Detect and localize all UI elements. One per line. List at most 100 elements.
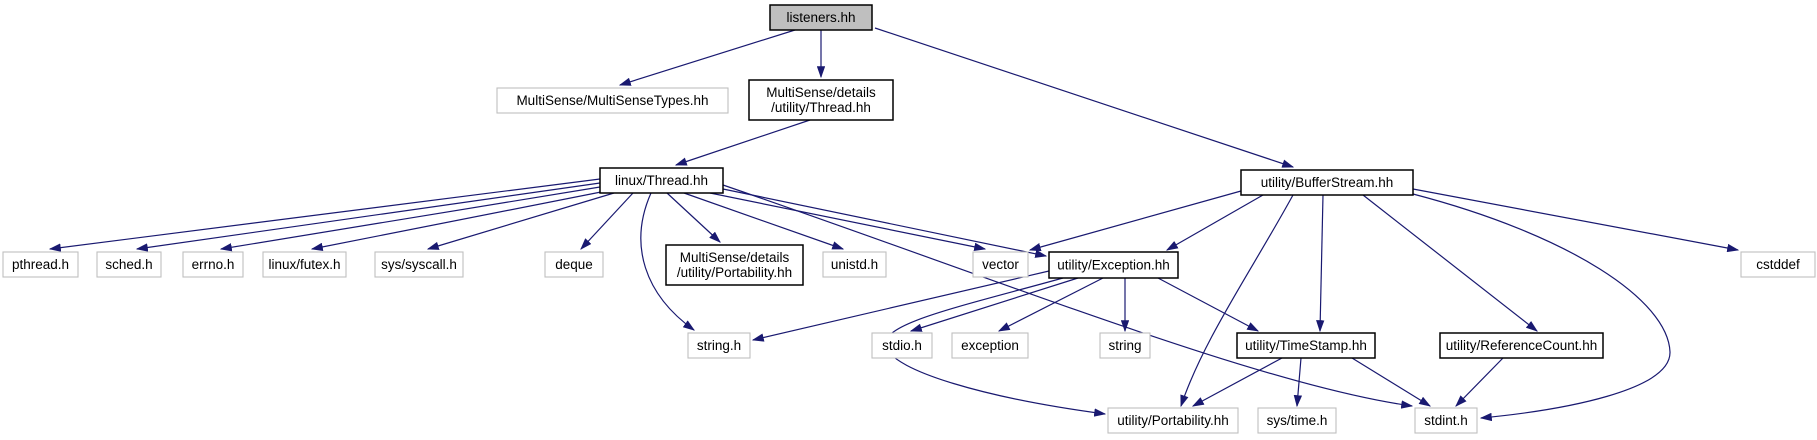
node-futex-box[interactable] [262, 251, 347, 278]
node-sched[interactable]: sched.h [96, 251, 162, 278]
node-cstddef[interactable]: cstddef [1740, 251, 1816, 278]
nodes-layer: listeners.hhMultiSense/MultiSenseTypes.h… [2, 4, 1816, 434]
node-pthread[interactable]: pthread.h [2, 251, 79, 278]
node-linux-thread[interactable]: linux/Thread.hh [599, 167, 724, 194]
node-timestamp[interactable]: utility/TimeStamp.hh [1236, 332, 1376, 359]
node-futex-label: linux/futex.h [268, 257, 340, 272]
node-bufferstream-box[interactable] [1240, 169, 1414, 196]
edge-linux-thread-to-sched [135, 182, 601, 252]
edge-linux-thread-to-vector [709, 192, 987, 251]
edge-listeners-to-msensetypes [618, 29, 796, 86]
node-timestamp-box[interactable] [1236, 332, 1376, 359]
node-exception-std[interactable]: exception [951, 332, 1029, 359]
node-errno-label: errno.h [192, 257, 235, 272]
edge-bufferstream-to-refcount [1362, 194, 1538, 332]
node-stdio-box[interactable] [871, 332, 933, 359]
node-listeners[interactable]: listeners.hh [769, 4, 873, 31]
node-timestamp-label: utility/TimeStamp.hh [1245, 338, 1367, 353]
node-thread-det-label: MultiSense/details [766, 85, 876, 100]
node-port-det-label: MultiSense/details [680, 250, 790, 265]
node-vector-box[interactable] [972, 251, 1029, 278]
edge-refcount-to-stdint [1455, 357, 1504, 407]
edge-linux-thread-to-errno [219, 186, 601, 252]
node-linux-thread-box[interactable] [599, 167, 724, 194]
node-string-h-box[interactable] [687, 332, 751, 359]
node-bufferstream-label: utility/BufferStream.hh [1261, 175, 1394, 190]
node-portability[interactable]: utility/Portability.hh [1107, 407, 1239, 434]
edges-layer [48, 27, 1740, 422]
node-stdio-label: stdio.h [882, 338, 922, 353]
node-vector-label: vector [982, 257, 1019, 272]
node-unistd-box[interactable] [822, 251, 887, 278]
node-exception-hh[interactable]: utility/Exception.hh [1048, 251, 1179, 279]
edge-linux-thread-to-string-h [640, 192, 695, 331]
edge-bufferstream-to-stdint [1412, 193, 1671, 422]
node-stdio[interactable]: stdio.h [871, 332, 933, 359]
node-exception-hh-label: utility/Exception.hh [1057, 258, 1170, 273]
node-stdint-box[interactable] [1414, 407, 1478, 434]
node-port-det-box[interactable] [665, 244, 804, 286]
edge-linux-thread-to-exception-hh [722, 188, 1048, 258]
node-stdint[interactable]: stdint.h [1414, 407, 1478, 434]
node-sys-time-label: sys/time.h [1267, 413, 1328, 428]
edge-bufferstream-to-exception-hh [1165, 194, 1264, 251]
node-port-det[interactable]: MultiSense/details/utility/Portability.h… [665, 244, 804, 286]
node-pthread-box[interactable] [2, 251, 79, 278]
edge-linux-thread-to-unistd [683, 192, 845, 250]
node-vector[interactable]: vector [972, 251, 1029, 278]
edge-bufferstream-to-timestamp [1316, 194, 1325, 333]
edge-timestamp-to-stdint [1351, 357, 1432, 407]
node-msensetypes[interactable]: MultiSense/MultiSenseTypes.hh [496, 87, 729, 114]
node-thread-det[interactable]: MultiSense/details/utility/Thread.hh [748, 79, 894, 121]
edge-bufferstream-to-cstddef [1412, 188, 1740, 253]
edge-linux-thread-to-pthread [48, 178, 601, 252]
edge-thread-det-to-linux-thread [674, 119, 811, 166]
node-sys-time[interactable]: sys/time.h [1257, 407, 1337, 434]
edge-linux-thread-to-port-det [666, 192, 721, 243]
node-syscall[interactable]: sys/syscall.h [374, 251, 464, 278]
edge-timestamp-to-portability [1191, 357, 1283, 407]
node-unistd[interactable]: unistd.h [822, 251, 887, 278]
node-exception-std-box[interactable] [951, 332, 1029, 359]
node-deque[interactable]: deque [544, 251, 604, 278]
edge-linux-thread-to-syscall [426, 192, 615, 250]
node-string-std[interactable]: string [1099, 332, 1151, 359]
node-exception-hh-box[interactable] [1048, 251, 1179, 279]
node-exception-std-label: exception [961, 338, 1019, 353]
edge-bufferstream-to-vector [1028, 190, 1242, 252]
edge-linux-thread-to-stdint [722, 184, 1414, 409]
node-listeners-label: listeners.hh [786, 10, 855, 25]
node-futex[interactable]: linux/futex.h [262, 251, 347, 278]
edge-exception-hh-to-timestamp [1157, 277, 1260, 332]
node-listeners-box[interactable] [769, 4, 873, 31]
node-bufferstream[interactable]: utility/BufferStream.hh [1240, 169, 1414, 196]
edge-listeners-to-bufferstream [874, 27, 1295, 168]
node-cstddef-label: cstddef [1756, 257, 1800, 272]
node-refcount-label: utility/ReferenceCount.hh [1446, 338, 1598, 353]
node-cstddef-box[interactable] [1740, 251, 1816, 278]
node-pthread-label: pthread.h [12, 257, 69, 272]
node-unistd-label: unistd.h [831, 257, 878, 272]
node-syscall-box[interactable] [374, 251, 464, 278]
edge-bufferstream-to-portability [1180, 194, 1294, 408]
node-refcount-box[interactable] [1439, 332, 1604, 359]
node-refcount[interactable]: utility/ReferenceCount.hh [1439, 332, 1604, 359]
node-string-std-box[interactable] [1099, 332, 1151, 359]
node-errno[interactable]: errno.h [182, 251, 244, 278]
node-thread-det-box[interactable] [748, 79, 894, 121]
node-errno-box[interactable] [182, 251, 244, 278]
node-string-h[interactable]: string.h [687, 332, 751, 359]
edge-exception-hh-to-exception-std [997, 277, 1104, 332]
node-msensetypes-box[interactable] [496, 87, 729, 114]
node-deque-box[interactable] [544, 251, 604, 278]
node-sys-time-box[interactable] [1257, 407, 1337, 434]
node-portability-box[interactable] [1107, 407, 1239, 434]
node-sched-label: sched.h [105, 257, 152, 272]
node-stdint-label: stdint.h [1424, 413, 1468, 428]
node-thread-det-label: /utility/Thread.hh [771, 100, 871, 115]
node-sched-box[interactable] [96, 251, 162, 278]
node-syscall-label: sys/syscall.h [381, 257, 457, 272]
node-deque-label: deque [555, 257, 593, 272]
